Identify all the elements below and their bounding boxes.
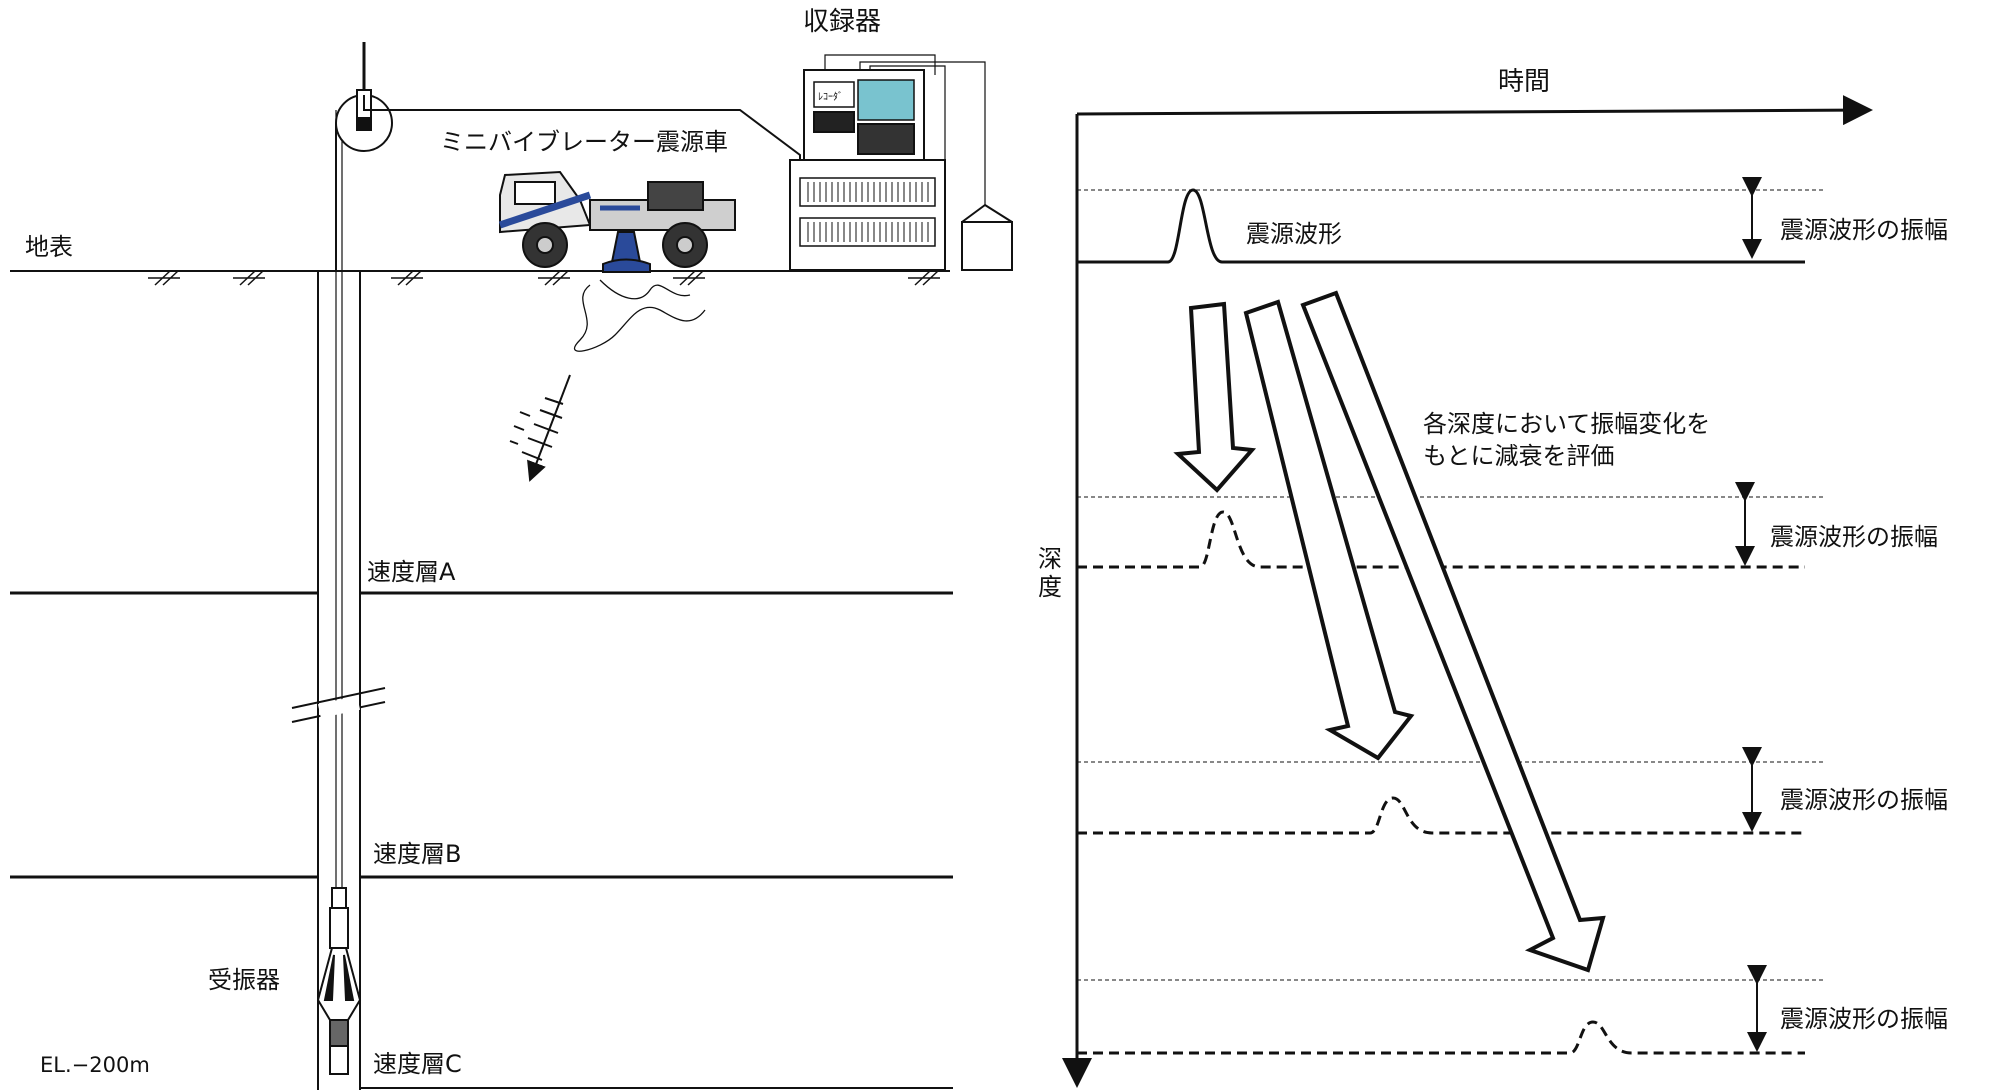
ground-section	[10, 270, 953, 1089]
amplitude-label-1: 震源波形の振幅	[1780, 216, 1948, 244]
receiver-device	[316, 887, 362, 1075]
note-line-1: 各深度において振幅変化を	[1423, 410, 1710, 438]
amplitude-label-2: 震源波形の振幅	[1770, 523, 1938, 551]
axes	[1062, 95, 1873, 1088]
seismic-wave-squiggle	[573, 279, 706, 352]
pulley	[335, 42, 801, 271]
elevation-label: EL.−200m	[40, 1053, 150, 1077]
vibrator-truck	[498, 170, 736, 273]
hollow-arrows	[1173, 290, 1606, 973]
receiver-label: 受振器	[208, 966, 280, 994]
trace-1	[1077, 188, 1825, 264]
layer-c-label: 速度層C	[373, 1050, 462, 1078]
vehicle-label: ミニバイブレーター震源車	[440, 128, 728, 156]
hollow-arrow-3	[1300, 290, 1606, 973]
time-axis-label: 時間	[1498, 67, 1550, 97]
hollow-arrow-2	[1243, 299, 1415, 761]
ground-hatch-marks	[148, 270, 940, 286]
depth-axis-label-2: 度	[1038, 573, 1062, 601]
amplitude-label-4: 震源波形の振幅	[1780, 1005, 1948, 1033]
surface-label: 地表	[25, 233, 73, 261]
recorder-screen-text: ﾚｺｰﾀﾞ	[818, 91, 843, 103]
recorder	[789, 54, 1013, 271]
depth-axis-label-1: 深	[1038, 545, 1062, 573]
time-axis	[1076, 95, 1873, 126]
note-line-2: もとに減衰を評価	[1423, 442, 1615, 470]
trace-3	[1077, 761, 1825, 835]
trace-4	[1077, 979, 1825, 1055]
hollow-arrow-1	[1173, 301, 1257, 493]
borehole	[291, 110, 386, 1090]
waveform-label: 震源波形	[1246, 220, 1342, 248]
layer-b-label: 速度層B	[373, 840, 461, 868]
amplitude-label-3: 震源波形の振幅	[1780, 786, 1948, 814]
propagation-arrow	[509, 374, 571, 482]
layer-a-label: 速度層A	[367, 558, 456, 586]
trace-2	[1077, 496, 1825, 569]
recorder-label: 収録器	[803, 7, 881, 37]
